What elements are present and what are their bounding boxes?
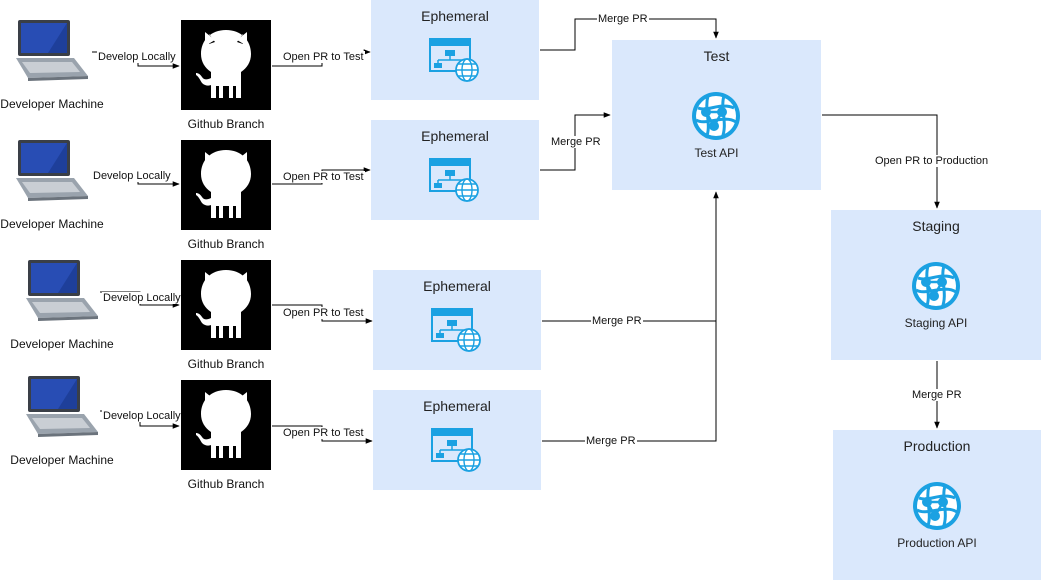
test-title: Test bbox=[703, 48, 730, 64]
developer-machine-label: Developer Machine bbox=[10, 337, 114, 351]
ephemeral-environment[interactable]: Ephemeral bbox=[371, 0, 539, 100]
edge-label-open-pr-to-test: Open PR to Test bbox=[282, 171, 365, 183]
laptop-icon bbox=[26, 260, 98, 321]
edge-label-develop-locally: Develop Locally bbox=[102, 292, 182, 304]
github-branch-label: Github Branch bbox=[187, 477, 265, 491]
github-octocat-icon bbox=[196, 390, 251, 458]
ephemeral-environment[interactable]: Ephemeral bbox=[371, 120, 539, 220]
edge-label-open-pr-to-test: Open PR to Test bbox=[282, 51, 365, 63]
developer-machine bbox=[8, 138, 94, 204]
developer-machine bbox=[18, 258, 104, 324]
developer-machine-label: Developer Machine bbox=[10, 453, 114, 467]
github-branch-label: Github Branch bbox=[187, 237, 265, 251]
api-globe-icon bbox=[912, 262, 960, 310]
github-branch[interactable] bbox=[181, 140, 271, 230]
web-app-icon bbox=[431, 308, 481, 352]
laptop-icon bbox=[16, 20, 88, 81]
edge-label-open-pr-to-production: Open PR to Production bbox=[874, 155, 990, 167]
ephemeral-environment[interactable]: Ephemeral bbox=[373, 270, 541, 370]
laptop-icon bbox=[26, 376, 98, 437]
github-branch-label: Github Branch bbox=[187, 117, 265, 131]
production-title: Production bbox=[903, 438, 971, 454]
edge-label-merge-pr: Merge PR bbox=[591, 315, 643, 327]
edge-label-merge-pr: Merge PR bbox=[550, 136, 602, 148]
production-api-label: Production API bbox=[897, 536, 977, 550]
web-app-icon bbox=[431, 428, 481, 472]
developer-machine bbox=[18, 374, 104, 440]
github-branch[interactable] bbox=[181, 20, 271, 110]
ephemeral-title: Ephemeral bbox=[421, 128, 489, 144]
edge-label-develop-locally: Develop Locally bbox=[97, 51, 177, 63]
edge-label-merge-pr: Merge PR bbox=[585, 435, 637, 447]
edge-label-develop-locally: Develop Locally bbox=[102, 410, 182, 422]
ephemeral-environment[interactable]: Ephemeral bbox=[373, 390, 541, 490]
github-branch[interactable] bbox=[181, 260, 271, 350]
edge-label-develop-locally: Develop Locally bbox=[92, 170, 172, 182]
web-app-icon bbox=[429, 158, 479, 202]
developer-machine bbox=[8, 18, 94, 84]
web-app-icon bbox=[429, 38, 479, 82]
production-environment[interactable]: Production Production API bbox=[833, 430, 1041, 580]
staging-title: Staging bbox=[912, 218, 960, 234]
edge-label-open-pr-to-test: Open PR to Test bbox=[282, 427, 365, 439]
staging-environment[interactable]: Staging Staging API bbox=[831, 210, 1041, 360]
edge-label-open-pr-to-test: Open PR to Test bbox=[282, 307, 365, 319]
ephemeral-title: Ephemeral bbox=[423, 278, 491, 294]
api-globe-icon bbox=[692, 92, 740, 140]
github-branch-label: Github Branch bbox=[187, 357, 265, 371]
laptop-icon bbox=[16, 140, 88, 201]
ephemeral-title: Ephemeral bbox=[423, 398, 491, 414]
staging-api-label: Staging API bbox=[904, 316, 968, 330]
github-octocat-icon bbox=[196, 270, 251, 338]
api-globe-icon bbox=[913, 482, 961, 530]
edge-label-merge-pr-production: Merge PR bbox=[911, 389, 963, 401]
github-octocat-icon bbox=[196, 150, 251, 218]
developer-machine-label: Developer Machine bbox=[0, 97, 104, 111]
ephemeral-title: Ephemeral bbox=[421, 8, 489, 24]
developer-machine-label: Developer Machine bbox=[0, 217, 104, 231]
test-environment[interactable]: Test Test API bbox=[612, 40, 821, 190]
test-api-label: Test API bbox=[694, 146, 739, 160]
github-octocat-icon bbox=[196, 30, 251, 98]
github-branch[interactable] bbox=[181, 380, 271, 470]
edge-label-merge-pr: Merge PR bbox=[597, 13, 649, 25]
